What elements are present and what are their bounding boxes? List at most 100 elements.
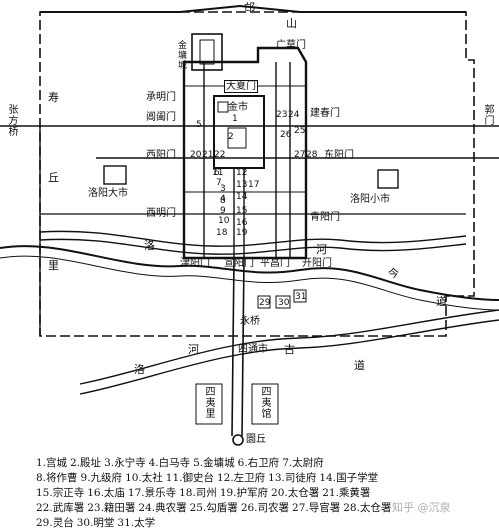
- siyi-guan-block: [251, 383, 279, 425]
- site-number: 16: [236, 218, 248, 228]
- watermark: 知乎 @沉泉: [392, 501, 451, 514]
- legend-item: 7.太尉府: [282, 457, 324, 469]
- siyi-li-block: [195, 383, 223, 425]
- site-number: 14: [236, 192, 248, 202]
- south-luo-river: [79, 309, 499, 385]
- site-number: 4: [220, 194, 226, 204]
- legend-item: 29.灵台: [36, 517, 74, 529]
- site-number: 22: [214, 150, 226, 160]
- jin-market-label: 金市: [228, 102, 248, 113]
- site-number: 8: [220, 196, 226, 206]
- legend-item: 31.太学: [117, 517, 156, 529]
- site-number: 2: [228, 132, 234, 142]
- jinyang-gate-label: 津阳门: [180, 258, 210, 269]
- legend-item: 27.导官署: [292, 502, 341, 514]
- palace-city: [213, 95, 265, 169]
- site-number: 17: [248, 180, 260, 190]
- he-label: 河: [316, 243, 327, 256]
- gu-label: 古: [284, 343, 295, 356]
- mountain-label: 山: [286, 17, 297, 30]
- legend-item: 6.右卫府: [237, 457, 280, 469]
- site-number: 20: [190, 150, 202, 160]
- he-south-label: 河: [188, 343, 199, 356]
- jinyong-city: [191, 33, 223, 71]
- sitong-market-label: 四通市: [238, 344, 268, 355]
- changhe-gate-label: 阊阖门: [146, 112, 176, 123]
- jin-label: 今: [388, 267, 399, 280]
- legend-item: 8.将作曹: [36, 472, 78, 484]
- legend-item: 26.司农署: [240, 502, 290, 514]
- site-number: 12: [236, 168, 248, 178]
- legend-item: 18.司州: [179, 487, 217, 499]
- site-number: 26: [280, 130, 292, 140]
- site-number: 15: [236, 206, 248, 216]
- legend-item: 1.宫城: [36, 457, 68, 469]
- mang-mountain-ridge: [40, 4, 466, 13]
- legend-item: 3.永宁寺: [104, 457, 146, 469]
- legend-item: 4.白马寺: [148, 457, 191, 469]
- old-luo-river: [39, 230, 467, 247]
- luoyang-xiao-market-label: 洛阳小市: [350, 194, 390, 205]
- jinyong-city-label: 金墉城: [176, 40, 186, 70]
- site-number: 24: [288, 110, 300, 120]
- dao-label: 道: [354, 359, 365, 372]
- legend-item: 20.太仓署: [271, 487, 320, 499]
- site-number: 29: [259, 298, 271, 308]
- site-number: 30: [278, 298, 290, 308]
- legend-item: 2.殿址: [70, 457, 102, 469]
- site-number: 21: [202, 150, 214, 160]
- luo-river-south-label: 洛: [134, 363, 145, 376]
- legend-item: 14.国子学堂: [319, 472, 379, 484]
- li-label: 里: [48, 259, 59, 272]
- mang-mountain-label: 邙: [244, 1, 255, 14]
- yong-bridge-label: 永桥: [240, 316, 260, 327]
- site-number: 9: [220, 206, 226, 216]
- legend-item: 11.御史台: [165, 472, 214, 484]
- ximing-gate-label: 西明门: [146, 208, 176, 219]
- luoyang-da-market-label: 洛阳大市: [88, 188, 128, 199]
- yuanqiu-label: 圜丘: [246, 434, 266, 445]
- legend-item: 23.籍田署: [87, 502, 136, 514]
- luoyang-xiao-market: [377, 169, 399, 189]
- legend-item: 15.宗正寺: [36, 487, 85, 499]
- legend-item: 25.勾盾署: [189, 502, 238, 514]
- qingyang-gate-label: 青阳门: [310, 212, 340, 223]
- site-number: 11: [212, 168, 224, 178]
- legend-item: 12.左卫府: [216, 472, 266, 484]
- legend-item: 28.太仓署: [343, 502, 392, 514]
- site-number: 28: [306, 150, 318, 160]
- outer-wall: [39, 11, 475, 337]
- legend-item: 16.太庙: [87, 487, 125, 499]
- legend-item: 22.武库署: [36, 502, 85, 514]
- luo-river-label: 洛: [144, 239, 155, 252]
- site-number: 7: [216, 178, 222, 188]
- south-avenue: [231, 257, 235, 437]
- xuanyang-gate-label: 宣阳门: [224, 258, 254, 269]
- guo-gate-label: 郭门: [482, 104, 493, 126]
- luoyang-da-market: [103, 165, 127, 185]
- jianchun-gate-label: 建春门: [310, 108, 340, 119]
- siyi-li-label: 四夷里: [203, 386, 214, 419]
- daxia-gate-label: 大夏门: [224, 80, 258, 93]
- guangmo-gate-label: 广莫门: [276, 40, 306, 51]
- legend-item: 19.护军府: [219, 487, 269, 499]
- shou-label: 寿: [48, 91, 59, 104]
- legend-item: 24.典农署: [138, 502, 187, 514]
- site-number: 27: [294, 150, 306, 160]
- legend-item: 10.太社: [125, 472, 163, 484]
- modern-luo-river: [0, 245, 499, 301]
- legend-item: 17.景乐寺: [127, 487, 177, 499]
- xin-dao-label: 道: [436, 295, 447, 308]
- site-number: 1: [232, 114, 238, 124]
- site-number: 6: [214, 168, 220, 178]
- kaiyang-gate-label: 开阳门: [302, 258, 332, 269]
- legend-item: 5.金墉城: [193, 457, 235, 469]
- yuanqiu-mound: [232, 434, 244, 446]
- site-number: 3: [220, 184, 226, 194]
- xiyang-gate-label: 西阳门: [146, 150, 176, 161]
